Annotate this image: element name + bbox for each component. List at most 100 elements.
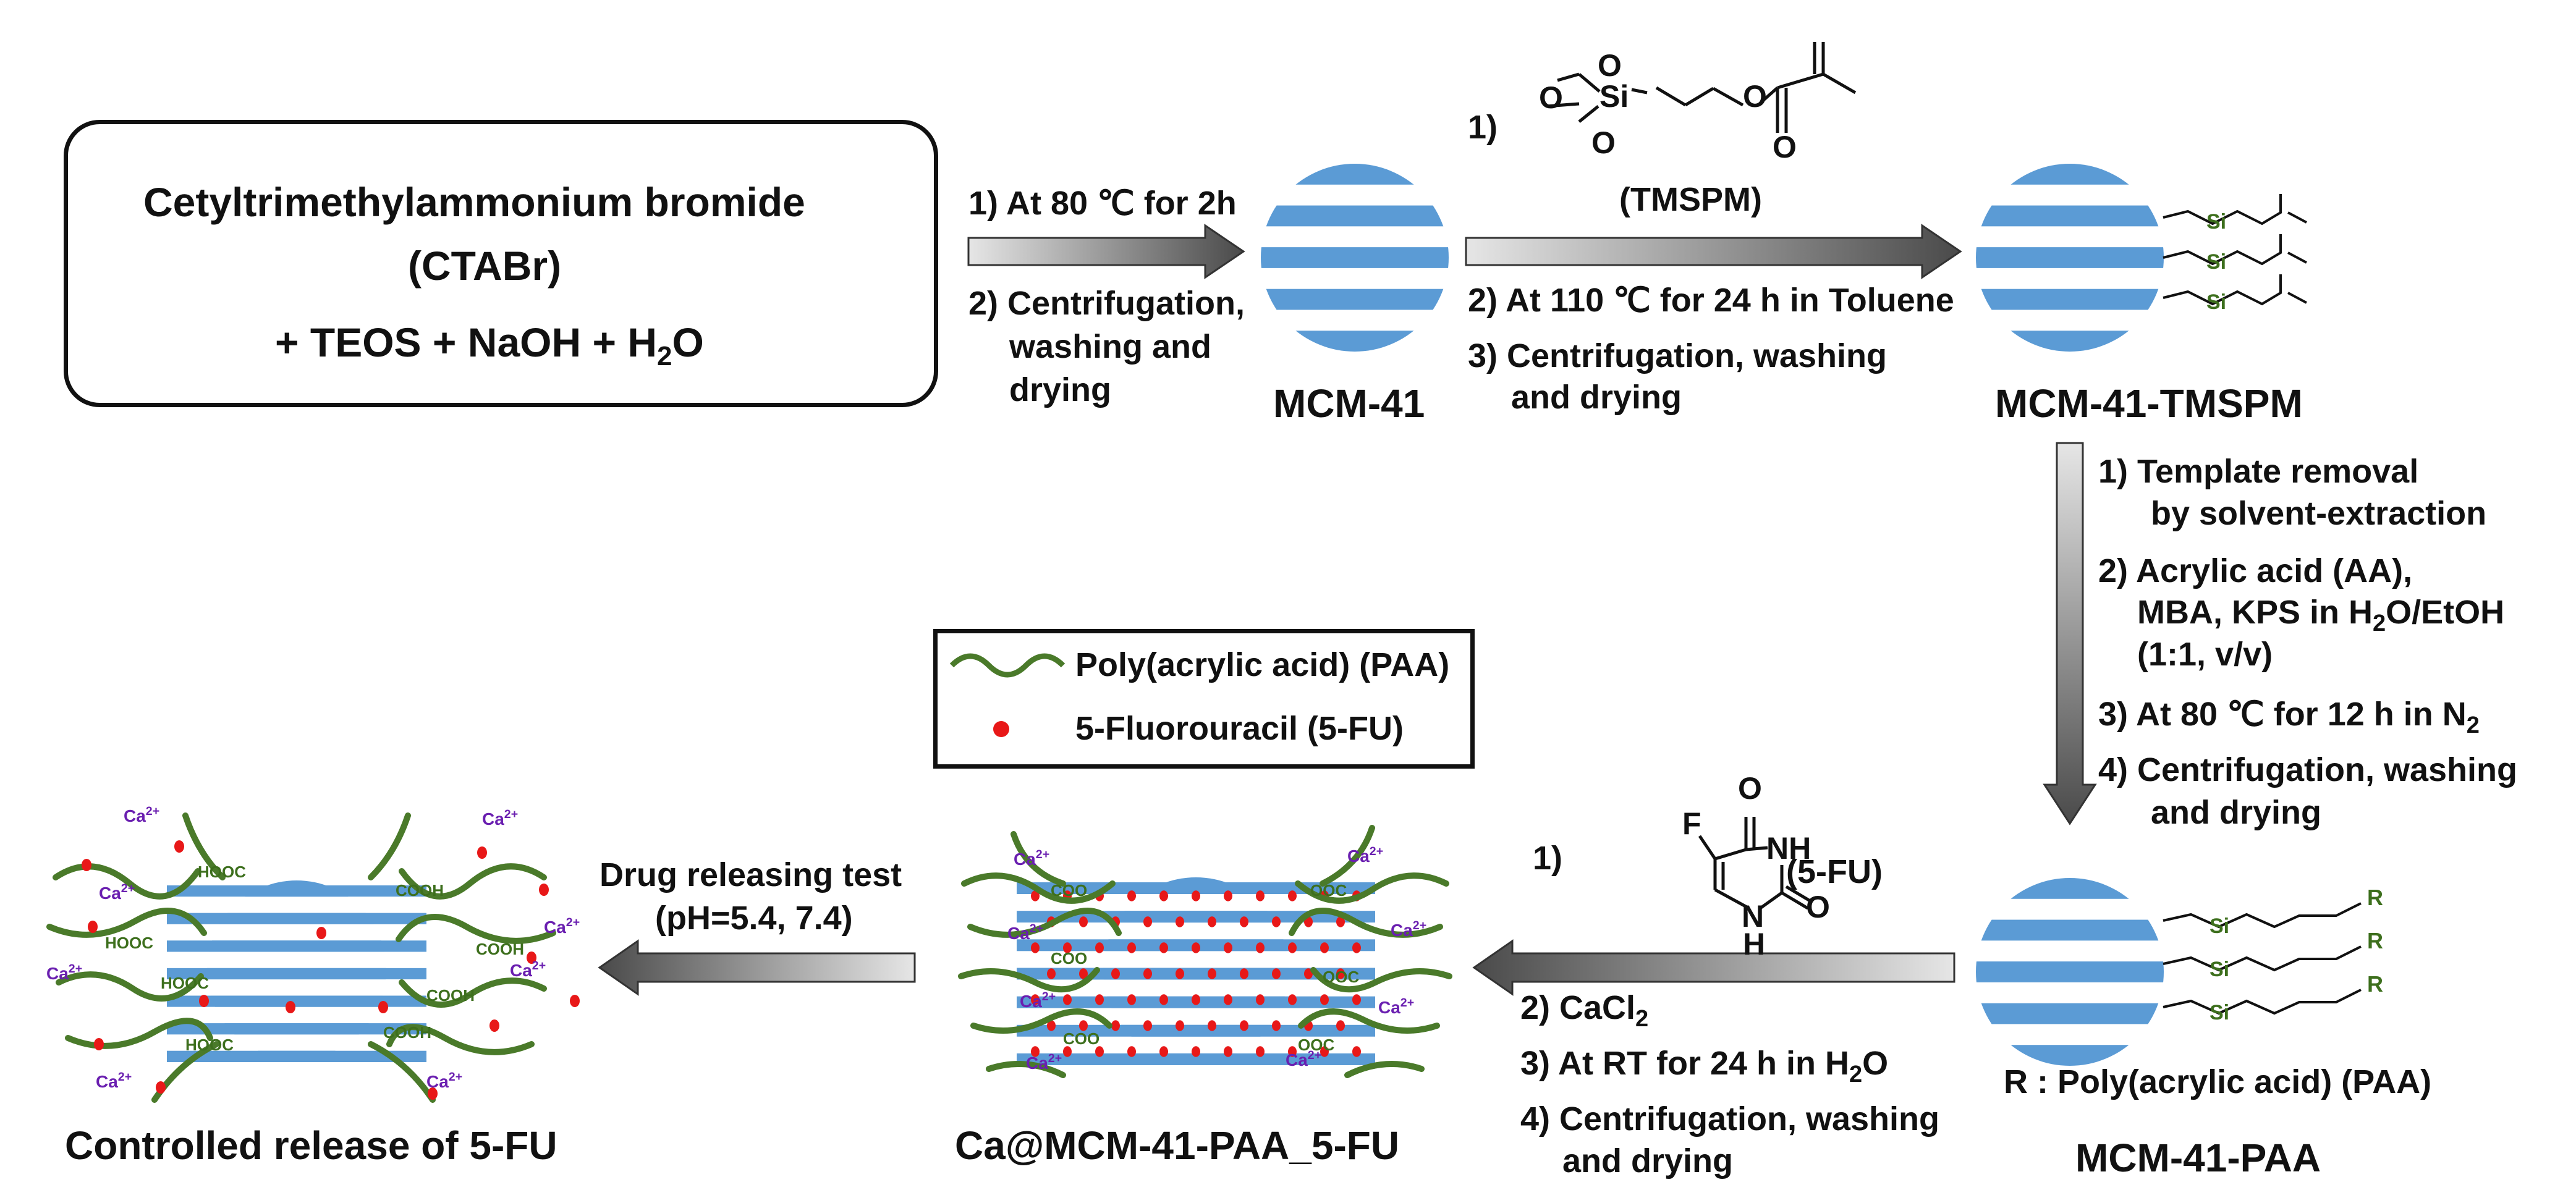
drug-dot — [1111, 1020, 1120, 1031]
drug-dot — [1208, 968, 1216, 979]
step1-centrifugation: 2) Centrifugation, — [968, 285, 1245, 322]
drug-dot — [1352, 1046, 1361, 1057]
5fu-step4a: 4) Centrifugation, washing — [1520, 1100, 1940, 1137]
arrow-step5 — [598, 939, 916, 996]
drug-dot — [1127, 890, 1136, 901]
drug-dot — [1192, 994, 1200, 1005]
starting-materials-box — [64, 120, 938, 407]
drug-dot — [1143, 1020, 1152, 1031]
drug-dot — [1127, 942, 1136, 953]
carboxylate-label: COO — [1051, 881, 1087, 900]
drug-dot — [1320, 1046, 1329, 1057]
5fu-step2: 2) CaCl2 — [1520, 989, 1649, 1032]
drug-dot — [1063, 942, 1072, 953]
down-step4b: and drying — [2151, 794, 2322, 831]
arrow-step1 — [967, 224, 1245, 279]
paa-chain — [368, 812, 411, 880]
drug-dot — [156, 1081, 166, 1094]
tmspm-graft — [2163, 234, 2307, 266]
paa-chain — [56, 971, 204, 1002]
drug-dot — [1127, 994, 1136, 1005]
drug-dot — [1272, 968, 1281, 979]
tmspm-graft — [2163, 194, 2307, 226]
drug-dot — [1127, 1046, 1136, 1057]
paa-chain — [961, 872, 1116, 904]
pore-stripe — [1261, 331, 1449, 352]
drug-dot — [1159, 942, 1168, 953]
down-step1b: by solvent-extraction — [2151, 495, 2487, 532]
paa-chain — [46, 908, 207, 938]
5fu-atom-F: F — [1682, 806, 1701, 841]
carboxylate-label: OOC — [1298, 1036, 1334, 1054]
drug-dot — [88, 921, 98, 933]
calcium-ion-label: Ca2+ — [1391, 919, 1426, 940]
paa-chain — [399, 863, 547, 900]
drug-dot — [1031, 942, 1040, 953]
calcium-ion-label: Ca2+ — [96, 1070, 132, 1091]
drug-dot — [1224, 942, 1232, 953]
drug-dot — [1240, 968, 1248, 979]
tmspm-name: (TMSPM) — [1619, 181, 1762, 218]
carboxyl-label: HOOC — [185, 1036, 234, 1054]
paa-chain — [970, 1008, 1112, 1034]
r-group-label: R — [2367, 885, 2383, 910]
paa-chain — [386, 1024, 535, 1055]
calcium-ion-label: Ca2+ — [544, 916, 580, 937]
drug-dot — [1063, 994, 1072, 1005]
drug-dot — [1143, 916, 1152, 927]
pore-stripe — [1976, 919, 2164, 941]
drug-dot — [1079, 1020, 1088, 1031]
drug-dot — [489, 1019, 499, 1032]
pore-stripe — [1976, 164, 2164, 185]
drug-dot — [1272, 1020, 1281, 1031]
pore-stripe — [1976, 878, 2164, 899]
drug-dot — [1320, 942, 1329, 953]
svg-text:O: O — [1539, 80, 1563, 115]
paa-chain — [1320, 825, 1375, 887]
down-step2b: MBA, KPS in H2O/EtOH — [2137, 594, 2505, 636]
arrow-step2 — [1465, 224, 1962, 279]
calcium-ion-label: Ca2+ — [124, 804, 159, 825]
paa-chain — [986, 1061, 1066, 1078]
drug-dot — [428, 1087, 438, 1100]
5fu-step3: 3) At RT for 24 h in H2O — [1520, 1045, 1889, 1087]
pore-stripe — [1017, 968, 1375, 980]
drug-dot — [1224, 890, 1232, 901]
r-group-label: R — [2367, 971, 2383, 997]
carboxyl-label: HOOC — [161, 974, 209, 992]
drug-dot — [1031, 1046, 1040, 1057]
drug-dot — [1208, 1020, 1216, 1031]
r-group-label: R — [2367, 928, 2383, 953]
drug-dot — [286, 1001, 295, 1013]
calcium-ion-label: Ca2+ — [1014, 848, 1049, 869]
pore-stripe — [1976, 331, 2164, 352]
drug-dot — [1176, 1020, 1184, 1031]
drug-dot — [1336, 916, 1345, 927]
drug-dot — [1336, 968, 1345, 979]
r-note: R : Poly(acrylic acid) (PAA) — [2004, 1063, 2432, 1100]
step1-washing: washing and — [1009, 328, 1212, 365]
drug-dot — [539, 884, 549, 896]
step1-drying: drying — [1009, 371, 1112, 408]
carboxylate-label: OOC — [1323, 968, 1359, 986]
drug-dot — [94, 1038, 104, 1050]
pore-stripe — [167, 1050, 426, 1062]
carboxylate-label: COO — [1051, 949, 1087, 968]
pore-stripe — [167, 940, 426, 952]
5fu-number: 1) — [1533, 840, 1563, 877]
down-step2a: 2) Acrylic acid (AA), — [2098, 552, 2413, 589]
drug-dot — [1256, 942, 1265, 953]
drug-dot — [1111, 968, 1120, 979]
silicon-atom-label: Si — [2206, 290, 2226, 314]
silicon-atom-label: Si — [2206, 250, 2226, 274]
carboxylate-label: COO — [1063, 1029, 1099, 1048]
svg-text:O: O — [1773, 130, 1797, 164]
paa-chain — [396, 914, 556, 944]
drug-dot — [1352, 994, 1361, 1005]
svg-text:O: O — [1743, 79, 1767, 114]
calcium-ion-label: Ca2+ — [1007, 922, 1043, 943]
drug-dot — [1320, 994, 1329, 1005]
paa-graft — [2163, 989, 2362, 1015]
drug-dot — [1288, 942, 1297, 953]
drug-dot — [1192, 1046, 1200, 1057]
